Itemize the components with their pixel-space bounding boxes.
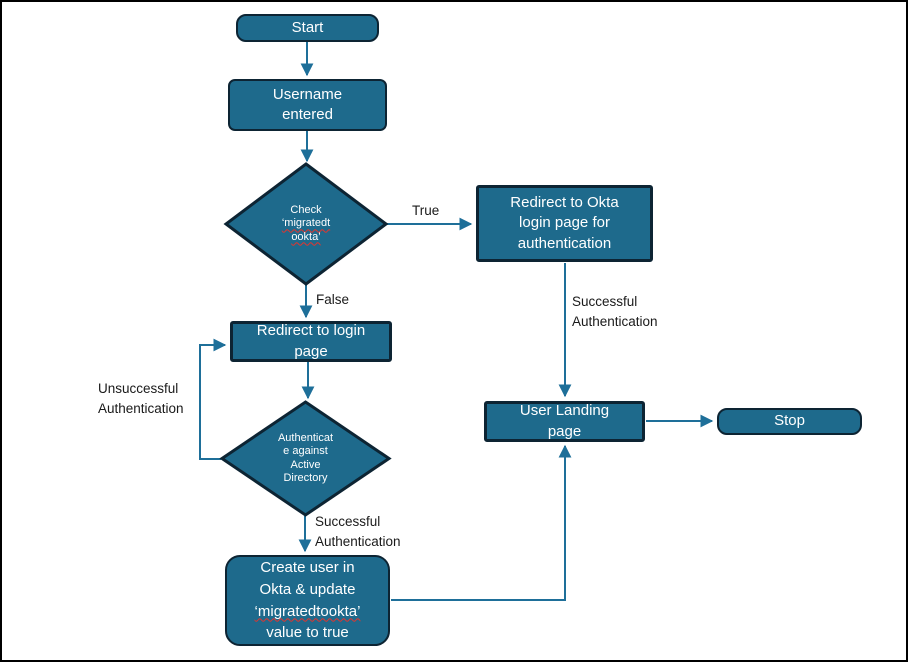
create-line4: value to true <box>266 624 349 642</box>
edge-auth-unsuccessful-loop <box>199 338 227 460</box>
node-authenticate-text: Authenticat e against Active Directory <box>219 399 392 518</box>
node-check-text: Check ‘migratedt ookta’ <box>223 161 389 287</box>
edge-label-unsuccessful-auth: Unsuccessful Authentication <box>98 381 184 417</box>
edge-label-true: True <box>412 203 440 218</box>
node-username-entered-label: Username entered <box>272 85 343 123</box>
node-okta-redirect-label: Redirect to Okta login page for authenti… <box>510 194 619 252</box>
node-start-label: Start <box>291 18 324 36</box>
create-line3: ‘migratedtookta’ <box>254 602 361 620</box>
edge-label-successful-auth-left: Successful Authentication <box>315 514 401 550</box>
auth-line1: Authenticat <box>277 431 334 444</box>
create-line1: Create user in <box>260 559 355 576</box>
diamond-shape-check <box>223 162 389 286</box>
diamond-shape-auth <box>219 400 392 517</box>
node-username-entered: Username entered <box>228 79 387 131</box>
node-stop-label: Stop <box>774 412 805 430</box>
check-line1: Check <box>290 203 322 216</box>
node-login-redirect-label: Redirect to login page <box>256 322 366 360</box>
auth-line3: Active <box>290 458 321 471</box>
node-stop: Stop <box>717 408 862 435</box>
node-login-redirect: Redirect to login page <box>230 321 392 362</box>
create-line2: Okta & update <box>259 580 356 598</box>
auth-line4: Directory <box>283 471 328 484</box>
node-user-landing-label: User Landing page <box>519 402 610 440</box>
node-create-user: Create user in Okta & update ‘migratedto… <box>225 555 390 646</box>
edge-create-to-landing <box>391 444 572 601</box>
node-user-landing: User Landing page <box>484 401 645 442</box>
node-okta-redirect: Redirect to Okta login page for authenti… <box>476 185 653 262</box>
node-authenticate-ad: Authenticat e against Active Directory <box>219 399 392 518</box>
auth-line2: e against <box>283 445 328 458</box>
node-start: Start <box>236 14 379 42</box>
check-line3: ookta’ <box>291 230 321 243</box>
node-check-migratedtookta: Check ‘migratedt ookta’ <box>223 161 389 287</box>
check-line2: ‘migratedt <box>281 217 331 230</box>
edge-label-successful-auth-right: Successful Authentication <box>572 294 658 330</box>
edge-label-false: False <box>316 292 350 307</box>
